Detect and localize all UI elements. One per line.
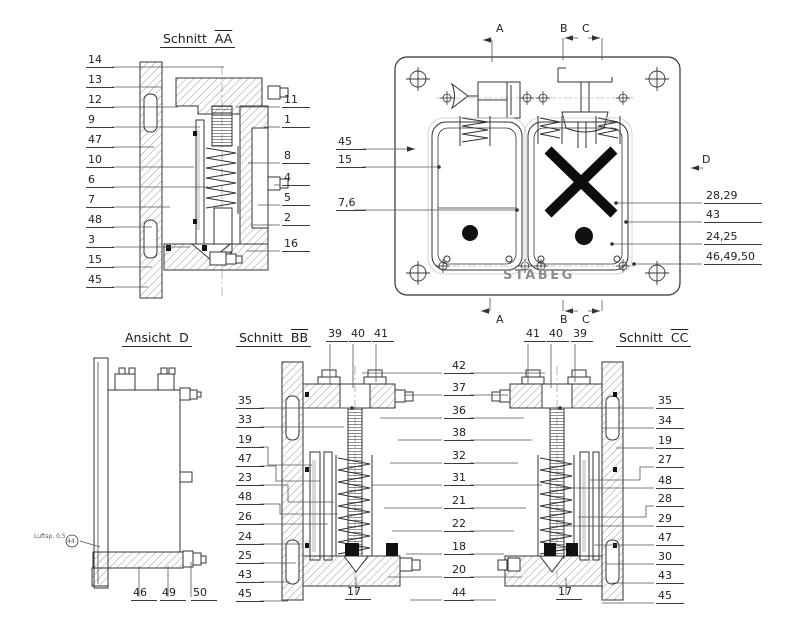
schnitt-bb-title: Schnitt BB <box>236 330 312 347</box>
section-arrow-b-top: B <box>560 22 568 35</box>
part-label: 23 <box>236 472 264 486</box>
part-label: 27 <box>656 454 684 468</box>
part-label: 10 <box>86 154 114 168</box>
section-arrow-c-bottom: C <box>582 313 590 326</box>
schnitt-cc-view <box>491 361 624 601</box>
part-label: 6 <box>86 174 114 188</box>
part-label: 14 <box>86 54 114 68</box>
part-label: 35 <box>236 395 264 409</box>
part-label: 36 <box>444 405 474 419</box>
section-arrow-a-top: A <box>496 22 504 35</box>
part-label: 47 <box>236 453 264 467</box>
part-label: 43 <box>704 209 762 223</box>
part-label: 26 <box>236 511 264 525</box>
ansicht-d-view <box>65 357 207 589</box>
part-label: 19 <box>236 434 264 448</box>
part-label: 7 <box>86 194 114 208</box>
part-label: 43 <box>656 570 684 584</box>
title-letters: BB <box>290 330 309 345</box>
part-label: 16 <box>282 238 310 252</box>
schnitt-bb-view <box>281 361 421 601</box>
part-label: 7,6 <box>336 197 366 211</box>
part-label: 8 <box>282 150 310 164</box>
part-label: 17 <box>556 586 582 600</box>
leader-lines <box>79 35 703 604</box>
section-arrow-c-top: C <box>582 22 590 35</box>
part-label: 39 <box>571 328 593 342</box>
part-label: 46 <box>131 587 157 601</box>
part-label: 28,29 <box>704 190 762 204</box>
part-label: 41 <box>524 328 546 342</box>
part-label: 29 <box>656 513 684 527</box>
title-word: Schnitt <box>163 31 207 46</box>
part-label: 34 <box>656 415 684 429</box>
part-label: 35 <box>656 395 684 409</box>
title-word: Ansicht <box>125 330 172 345</box>
part-label: 42 <box>444 360 474 374</box>
part-label: 15 <box>86 254 114 268</box>
part-label: 19 <box>656 435 684 449</box>
part-label: 48 <box>236 491 264 505</box>
part-label: 15 <box>336 154 366 168</box>
part-label: 4 <box>282 172 310 186</box>
part-label: 40 <box>349 328 371 342</box>
part-label: 39 <box>326 328 348 342</box>
part-label: 49 <box>160 587 186 601</box>
schnitt-aa-title: Schnitt AA <box>160 31 236 48</box>
part-label: 44 <box>444 587 474 601</box>
part-label: 50 <box>191 587 217 601</box>
part-label: 17 <box>345 586 371 600</box>
schnitt-aa-view <box>139 61 289 299</box>
part-label: 30 <box>656 551 684 565</box>
part-label: 21 <box>444 495 474 509</box>
view-arrow-d: D <box>702 153 711 166</box>
part-label: 25 <box>236 550 264 564</box>
part-label: 18 <box>444 541 474 555</box>
part-label: 12 <box>86 94 114 108</box>
part-label: 46,49,50 <box>704 251 762 265</box>
air-gap-note: Luftsp. 0,5 <box>34 533 66 540</box>
part-label: 47 <box>656 532 684 546</box>
title-letters: D <box>179 330 189 345</box>
part-label: 13 <box>86 74 114 88</box>
note-balloon: 44 <box>67 538 75 545</box>
schnitt-cc-title: Schnitt CC <box>616 330 692 347</box>
part-label: 37 <box>444 382 474 396</box>
part-label: 24 <box>236 531 264 545</box>
part-label: 20 <box>444 564 474 578</box>
title-letters: AA <box>214 31 233 46</box>
part-label: 1 <box>282 114 310 128</box>
top-plate-view <box>394 56 681 296</box>
part-label: 40 <box>547 328 569 342</box>
part-label: 33 <box>236 414 264 428</box>
part-label: 5 <box>282 192 310 206</box>
part-label: 45 <box>236 588 264 602</box>
part-label: 11 <box>282 94 310 108</box>
part-label: 28 <box>656 493 684 507</box>
part-label: 47 <box>86 134 114 148</box>
part-label: 45 <box>86 274 114 288</box>
part-label: 38 <box>444 427 474 441</box>
part-label: 45 <box>656 590 684 604</box>
part-label: 24,25 <box>704 231 762 245</box>
part-label: 31 <box>444 472 474 486</box>
part-label: 3 <box>86 234 114 248</box>
title-letters: CC <box>670 330 689 345</box>
part-label: 32 <box>444 450 474 464</box>
part-label: 45 <box>336 136 366 150</box>
part-label: 2 <box>282 212 310 226</box>
part-label: 48 <box>86 214 114 228</box>
ansicht-d-title: Ansicht D <box>122 331 192 347</box>
part-label: 9 <box>86 114 114 128</box>
title-word: Schnitt <box>619 330 663 345</box>
part-label: 41 <box>372 328 394 342</box>
title-word: Schnitt <box>239 330 283 345</box>
brand-logo: STABEG <box>503 268 575 283</box>
section-arrow-b-bottom: B <box>560 313 568 326</box>
part-label: 22 <box>444 518 474 532</box>
section-arrow-a-bottom: A <box>496 313 504 326</box>
part-label: 48 <box>656 475 684 489</box>
part-label: 43 <box>236 569 264 583</box>
